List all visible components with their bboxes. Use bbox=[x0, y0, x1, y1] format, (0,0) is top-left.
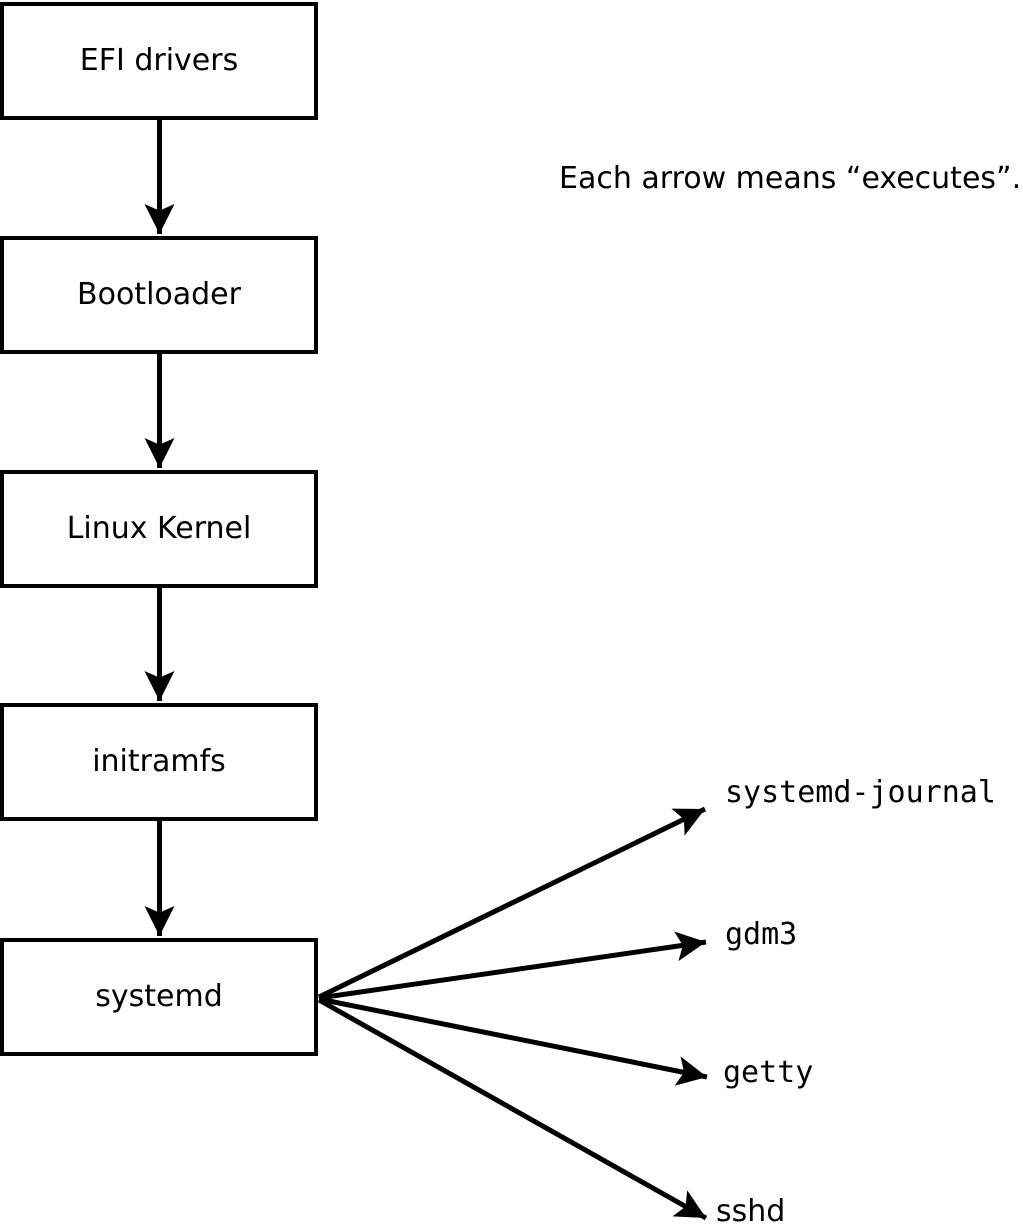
box-bootloader-label: Bootloader bbox=[77, 277, 241, 312]
box-efi-drivers: EFI drivers bbox=[0, 2, 318, 120]
box-linux-kernel: Linux Kernel bbox=[0, 470, 318, 588]
process-label-getty: getty bbox=[723, 1055, 814, 1090]
arrow-meaning-note: Each arrow means “executes”. bbox=[559, 161, 1022, 196]
arrow-systemd-to-systemd-journal bbox=[317, 806, 707, 1000]
box-bootloader: Bootloader bbox=[0, 236, 318, 354]
box-initramfs: initramfs bbox=[0, 703, 318, 821]
box-efi-drivers-label: EFI drivers bbox=[79, 43, 239, 78]
box-systemd-label: systemd bbox=[95, 979, 223, 1014]
process-label-gdm3: gdm3 bbox=[725, 917, 798, 952]
arrow-systemd-to-gdm3 bbox=[318, 931, 707, 1001]
box-linux-kernel-label: Linux Kernel bbox=[66, 511, 252, 546]
box-initramfs-label: initramfs bbox=[92, 744, 226, 779]
process-label-sshd: sshd bbox=[716, 1194, 786, 1229]
arrow-systemd-to-sshd bbox=[317, 997, 708, 1221]
box-systemd: systemd bbox=[0, 938, 318, 1056]
arrow-systemd-to-getty bbox=[318, 996, 708, 1086]
process-label-systemd-journal: systemd-journal bbox=[725, 775, 996, 810]
